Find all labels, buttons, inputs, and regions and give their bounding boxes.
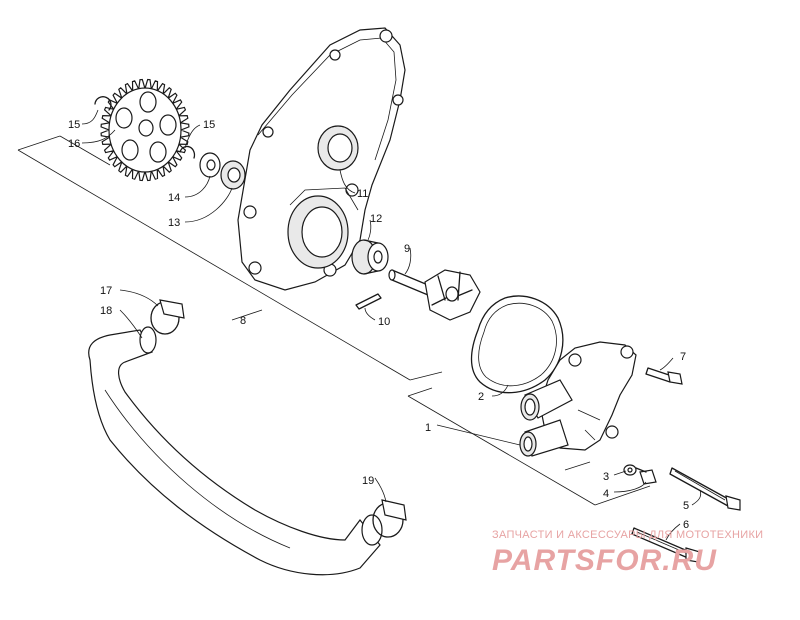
bolt-5 (669, 467, 741, 511)
hose-clamp-19 (372, 499, 407, 538)
callout-15-right: 15 (203, 119, 215, 131)
callout-13: 13 (168, 217, 180, 229)
watermark-brand: PARTSFOR.RU (492, 544, 717, 577)
pump-housing (519, 341, 637, 457)
callout-16: 16 (68, 138, 80, 150)
assembly-bracket-8 (17, 135, 443, 381)
callout-labels: 1 2 3 4 5 6 7 8 9 10 11 12 13 14 15 15 1… (68, 119, 689, 531)
bolt-4 (635, 467, 657, 485)
coolant-hose-18 (88, 326, 383, 576)
callout-9: 9 (404, 243, 410, 255)
bolt-7 (645, 367, 683, 385)
callout-1: 1 (425, 422, 431, 434)
callout-11: 11 (357, 188, 368, 200)
callout-17: 17 (100, 285, 112, 297)
gear-cover (237, 27, 406, 291)
watermark-tagline: ЗАПЧАСТИ И АКСЕССУАРЫ ДЛЯ МОТОТЕХНИКИ (492, 529, 763, 541)
callout-4: 4 (603, 488, 609, 500)
drive-gear (100, 78, 190, 182)
callout-15-left: 15 (68, 119, 80, 131)
watermark: ЗАПЧАСТИ И АКСЕССУАРЫ ДЛЯ МОТОТЕХНИКИ PA… (492, 529, 763, 577)
bearing-13 (220, 160, 246, 190)
callout-6: 6 (683, 519, 689, 531)
seal-12 (351, 239, 389, 275)
washer-3 (623, 464, 637, 476)
callout-7: 7 (680, 351, 686, 363)
callout-5: 5 (683, 500, 689, 512)
assembly-bracket-1 (407, 387, 651, 506)
pin-10 (355, 293, 382, 310)
o-ring-2 (470, 295, 564, 394)
callout-12: 12 (370, 213, 382, 225)
washer-14 (199, 152, 221, 178)
callout-10: 10 (378, 316, 390, 328)
circlip-15-left (94, 96, 112, 111)
callout-19: 19 (362, 475, 374, 487)
callout-14: 14 (168, 192, 180, 204)
callout-3: 3 (603, 471, 609, 483)
callout-8: 8 (240, 315, 246, 327)
callout-18: 18 (100, 305, 112, 317)
impeller-shaft-9 (388, 269, 481, 321)
bolt-6 (631, 527, 701, 563)
hose-clamp-17 (150, 299, 185, 335)
leader-lines (81, 109, 702, 541)
circlip-15-right (179, 145, 196, 159)
callout-2: 2 (478, 391, 484, 403)
